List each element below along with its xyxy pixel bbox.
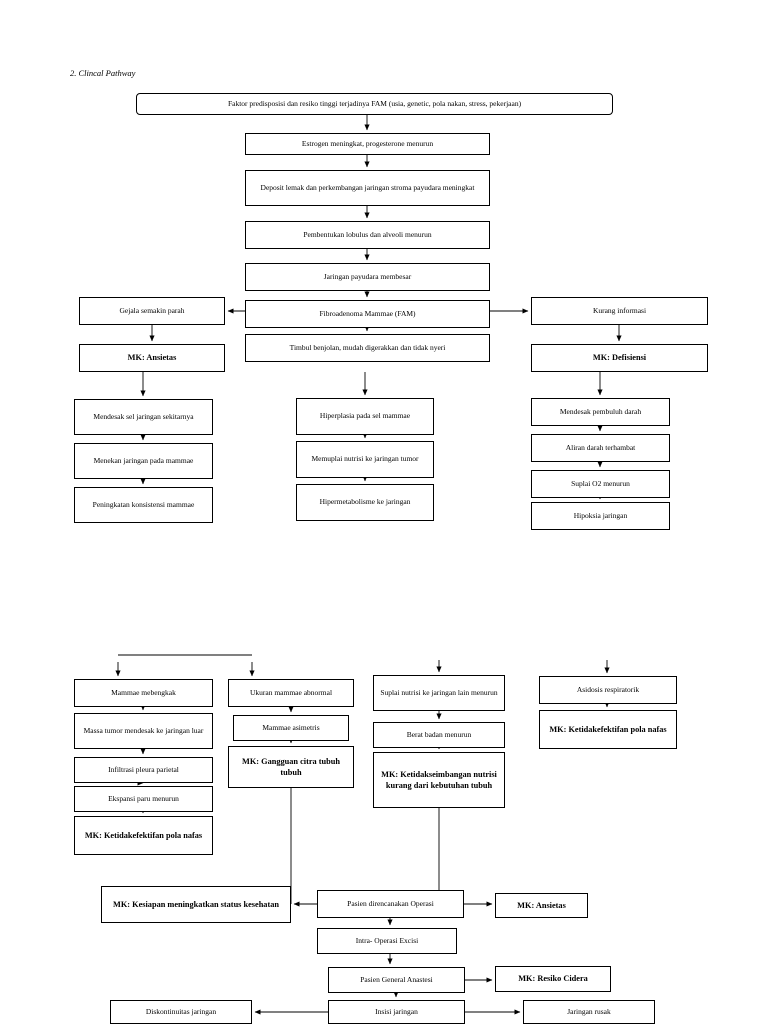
pathway-node: Pembentukan lobulus dan alveoli menurun bbox=[245, 221, 490, 249]
pathway-node: Ekspansi paru menurun bbox=[74, 786, 213, 812]
pathway-node: Massa tumor mendesak ke jaringan luar bbox=[74, 713, 213, 749]
pathway-node: Pasien direncanakan Operasi bbox=[317, 890, 464, 918]
pathway-node: Hiperplasia pada sel mammae bbox=[296, 398, 434, 435]
pathway-node: Gejala semakin parah bbox=[79, 297, 225, 325]
pathway-node: MK: Resiko Cidera bbox=[495, 966, 611, 992]
pathway-node: Timbul benjolan, mudah digerakkan dan ti… bbox=[245, 334, 490, 362]
pathway-node: Estrogen meningkat, progesterone menurun bbox=[245, 133, 490, 155]
pathway-node: Insisi jaringan bbox=[328, 1000, 465, 1024]
pathway-node: Hipermetabolisme ke jaringan bbox=[296, 484, 434, 521]
pathway-node: MK: Ketidakseimbangan nutrisi kurang dar… bbox=[373, 752, 505, 808]
pathway-node: Intra- Operasi Excisi bbox=[317, 928, 457, 954]
pathway-node: Asidosis respiratorik bbox=[539, 676, 677, 704]
diagram-caption: 2. Clincal Pathway bbox=[70, 68, 136, 78]
pathway-node: Jaringan payudara membesar bbox=[245, 263, 490, 291]
pathway-node: Hipoksia jaringan bbox=[531, 502, 670, 530]
pathway-node: Suplai O2 menurun bbox=[531, 470, 670, 498]
pathway-node: Mendesak sel jaringan sekitarnya bbox=[74, 399, 213, 435]
pathway-node: MK: Ansietas bbox=[79, 344, 225, 372]
pathway-node: MK: Defisiensi bbox=[531, 344, 708, 372]
pathway-node: Aliran darah terhambat bbox=[531, 434, 670, 462]
pathway-node: MK: Kesiapan meningkatkan status kesehat… bbox=[101, 886, 291, 923]
pathway-node: Fibroadenoma Mammae (FAM) bbox=[245, 300, 490, 328]
pathway-node: Mammae mebengkak bbox=[74, 679, 213, 707]
pathway-node: Mammae asimetris bbox=[233, 715, 349, 741]
pathway-node: Peningkatan konsistensi mammae bbox=[74, 487, 213, 523]
pathway-node: MK: Ansietas bbox=[495, 893, 588, 918]
pathway-node: MK: Ketidakefektifan pola nafas bbox=[539, 710, 677, 749]
pathway-node: Pasien General Anastesi bbox=[328, 967, 465, 993]
pathway-node: MK: Ketidakefektifan pola nafas bbox=[74, 816, 213, 855]
pathway-node: Jaringan rusak bbox=[523, 1000, 655, 1024]
pathway-node: Menekan jaringan pada mammae bbox=[74, 443, 213, 479]
pathway-node: Infiltrasi pleura parietal bbox=[74, 757, 213, 783]
pathway-node: Berat badan menurun bbox=[373, 722, 505, 748]
pathway-node: Diskontinuitas jaringan bbox=[110, 1000, 252, 1024]
pathway-node: Suplai nutrisi ke jaringan lain menurun bbox=[373, 675, 505, 711]
pathway-node: Mendesak pembuluh darah bbox=[531, 398, 670, 426]
pathway-node: Deposit lemak dan perkembangan jaringan … bbox=[245, 170, 490, 206]
pathway-node: Memuplai nutrisi ke jaringan tumor bbox=[296, 441, 434, 478]
pathway-node: MK: Gangguan citra tubuh tubuh bbox=[228, 746, 354, 788]
pathway-node: Kurang informasi bbox=[531, 297, 708, 325]
pathway-node: Ukuran mammae abnormal bbox=[228, 679, 354, 707]
pathway-node: Faktor predisposisi dan resiko tinggi te… bbox=[136, 93, 613, 115]
